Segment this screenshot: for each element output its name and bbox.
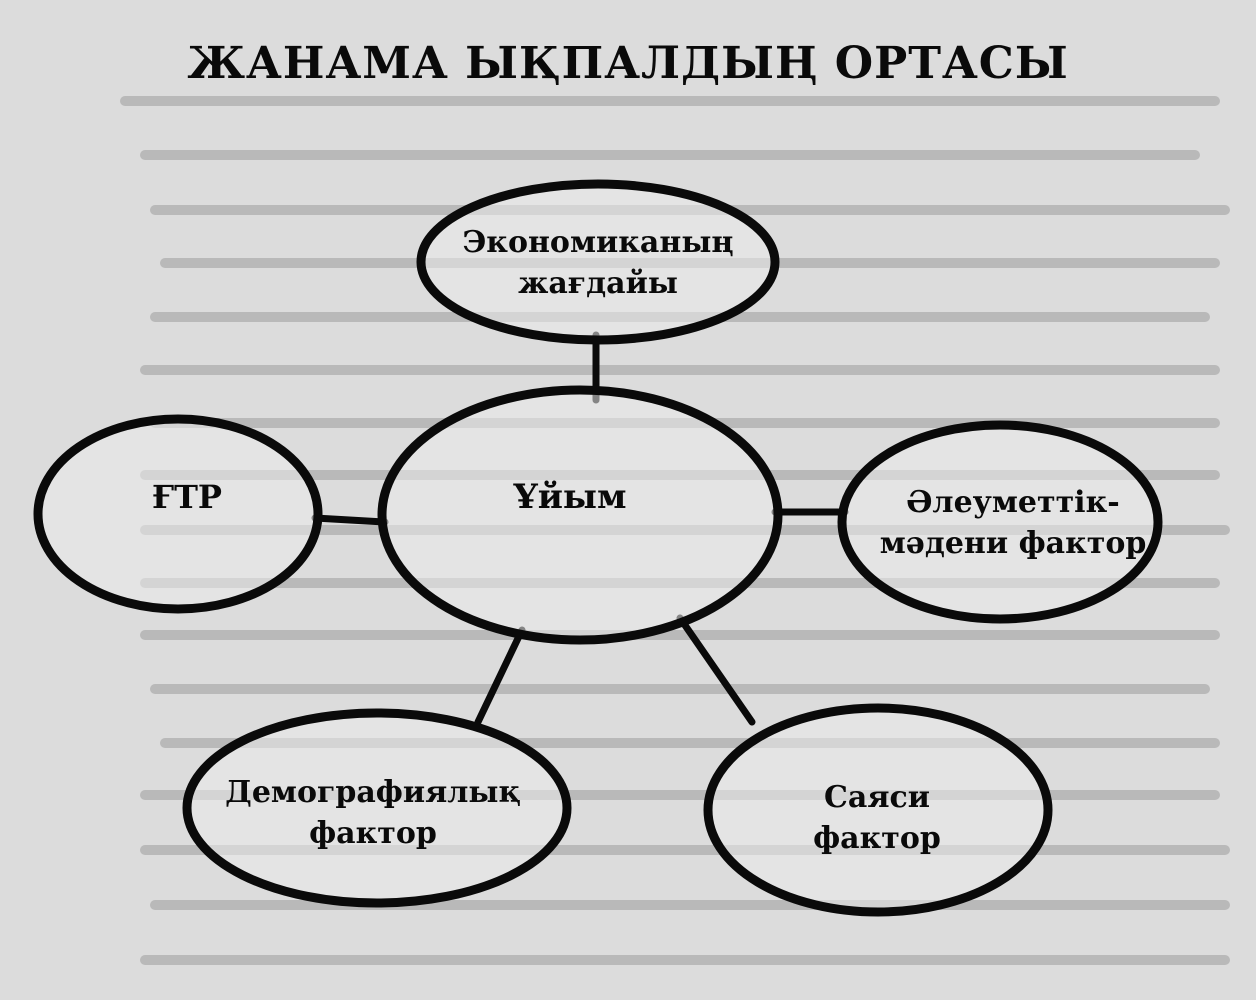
connector-science: [311, 514, 389, 526]
page-title: ЖАНАМА ЫҚПАЛДЫҢ ОРТАСЫ: [187, 38, 1069, 89]
node-political: [703, 703, 1053, 917]
economy-label-2: жағдайы: [518, 266, 678, 301]
bleed-line: [140, 365, 1220, 375]
node-center: [377, 385, 783, 645]
node-science: [33, 414, 323, 614]
node-demographic: [182, 708, 572, 908]
political-label-2: фактор: [813, 821, 941, 856]
bleed-line: [140, 955, 1230, 965]
science-label: ҒТР: [152, 478, 222, 516]
social-label-2: мәдени фактор: [880, 526, 1147, 561]
node-economy: [416, 179, 780, 345]
social-label-1: Әлеуметтік-: [906, 485, 1119, 520]
node-labels: Экономиканың жағдайы Ұйым ҒТР Әлеуметтік…: [152, 225, 1146, 856]
bleed-line: [140, 150, 1200, 160]
political-label-1: Саяси: [824, 780, 930, 815]
bleed-line: [150, 684, 1210, 694]
demographic-label-2: фактор: [309, 816, 437, 851]
connectors: [311, 331, 849, 726]
connector-demographic: [474, 626, 526, 726]
node-social: [837, 420, 1163, 624]
bleed-line: [120, 96, 1220, 106]
nodes: [33, 179, 1163, 917]
demographic-label-1: Демографиялық: [225, 775, 521, 810]
connector-political: [676, 614, 756, 726]
center-label: Ұйым: [512, 477, 626, 517]
economy-label-1: Экономиканың: [462, 225, 733, 260]
bleed-line: [140, 630, 1220, 640]
